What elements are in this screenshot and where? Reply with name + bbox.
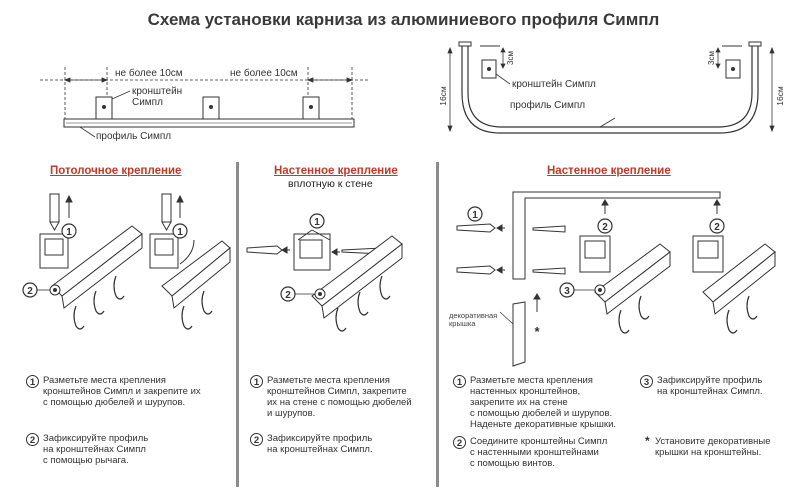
page-title: Схема установки карниза из алюминиевого … [147, 10, 660, 29]
callout-wall-3: 3 [564, 286, 570, 297]
section-subtitle-wall-flush: вплотную к стене [288, 178, 373, 190]
dim-16cm-right: 16см [775, 86, 785, 106]
decorative-cap-label: декоративная крышка [449, 312, 497, 328]
profile-label: профиль Симпл [96, 131, 172, 142]
callout-ceiling-2: 2 [27, 286, 33, 297]
decorative-cap-label-line2: крышка [449, 319, 476, 328]
dim-16cm-left: 16см [440, 86, 448, 106]
straight-profile-schematic [40, 67, 370, 138]
dimension-label-left: не более 10см [115, 68, 183, 79]
callout-flush-1: 1 [314, 217, 320, 228]
bracket-label-line2: Симпл [132, 97, 163, 108]
dimension-label-right: не более 10см [230, 68, 298, 79]
step-number: 2 [250, 433, 263, 446]
step-number: 1 [453, 375, 466, 388]
callout-flush-2: 2 [285, 290, 291, 301]
callout-wall-star: * [534, 324, 540, 339]
section-title-ceiling: Потолочное крепление [50, 165, 182, 177]
note-star: * [645, 434, 650, 448]
section-divider-left [236, 162, 239, 487]
step-number: 1 [250, 375, 263, 388]
u-profile-label: профиль Симпл [510, 100, 586, 111]
section-title-wall: Настенное крепление [547, 165, 671, 177]
wall-flush-mount-illustration: 1 2 [246, 213, 403, 332]
ceiling-mount-illustration: 1 1 2 [22, 193, 231, 330]
decorative-cap-label-line1: декоративная [449, 311, 498, 320]
callout-wall-2a: 2 [602, 222, 608, 233]
section-title-wall-flush: Настенное крепление [274, 165, 398, 177]
step-number: 2 [453, 436, 466, 449]
section-divider-right [436, 162, 439, 487]
bracket-label: кронштейн Симпл [132, 86, 182, 108]
wall-mount-illustration: 1 2 2 3 * [456, 191, 776, 367]
step-number: 1 [26, 375, 39, 388]
callout-wall-2b: 2 [714, 222, 720, 233]
u-profile-schematic: 16см 16см 3см 3см [440, 41, 785, 134]
u-bracket-label: кронштейн Симпл [512, 79, 596, 90]
step-number: 3 [640, 375, 653, 388]
bracket-label-line1: кронштейн [132, 86, 183, 97]
callout-ceiling-1a: 1 [66, 227, 72, 238]
callout-ceiling-1b: 1 [177, 227, 183, 238]
callout-wall-1: 1 [472, 210, 478, 221]
dim-3cm-left: 3см [506, 51, 515, 65]
dim-3cm-right: 3см [707, 51, 716, 65]
step-number: 2 [26, 433, 39, 446]
